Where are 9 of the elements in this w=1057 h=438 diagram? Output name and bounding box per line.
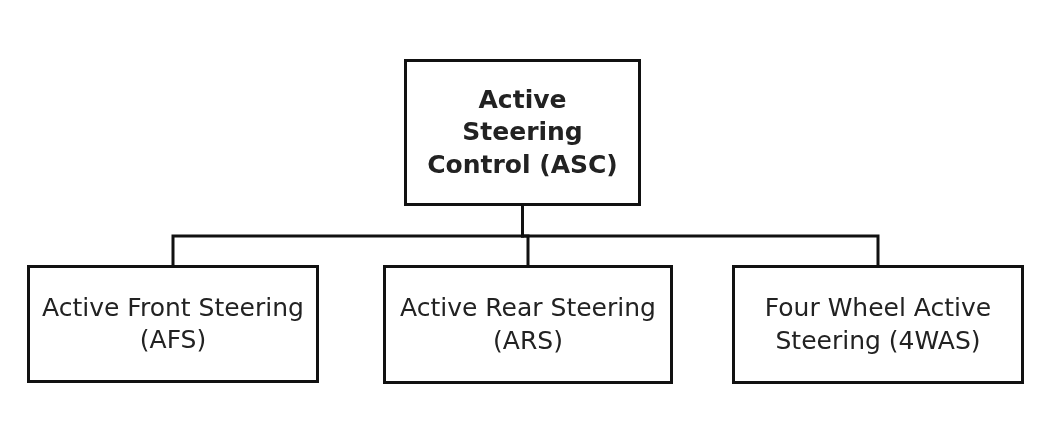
box-label: Active Front Steering (AFS) <box>41 291 305 356</box>
process-box <box>383 265 673 384</box>
box-label: Active Steering Control (ASC) <box>426 83 619 181</box>
box-label: Four Wheel Active Steering (4WAS) <box>763 292 993 357</box>
process-box <box>27 265 319 383</box>
process-box <box>404 59 641 206</box>
process-box <box>732 265 1024 384</box>
box-label: Active Rear Steering (ARS) <box>399 292 657 357</box>
connector-line <box>521 206 880 265</box>
